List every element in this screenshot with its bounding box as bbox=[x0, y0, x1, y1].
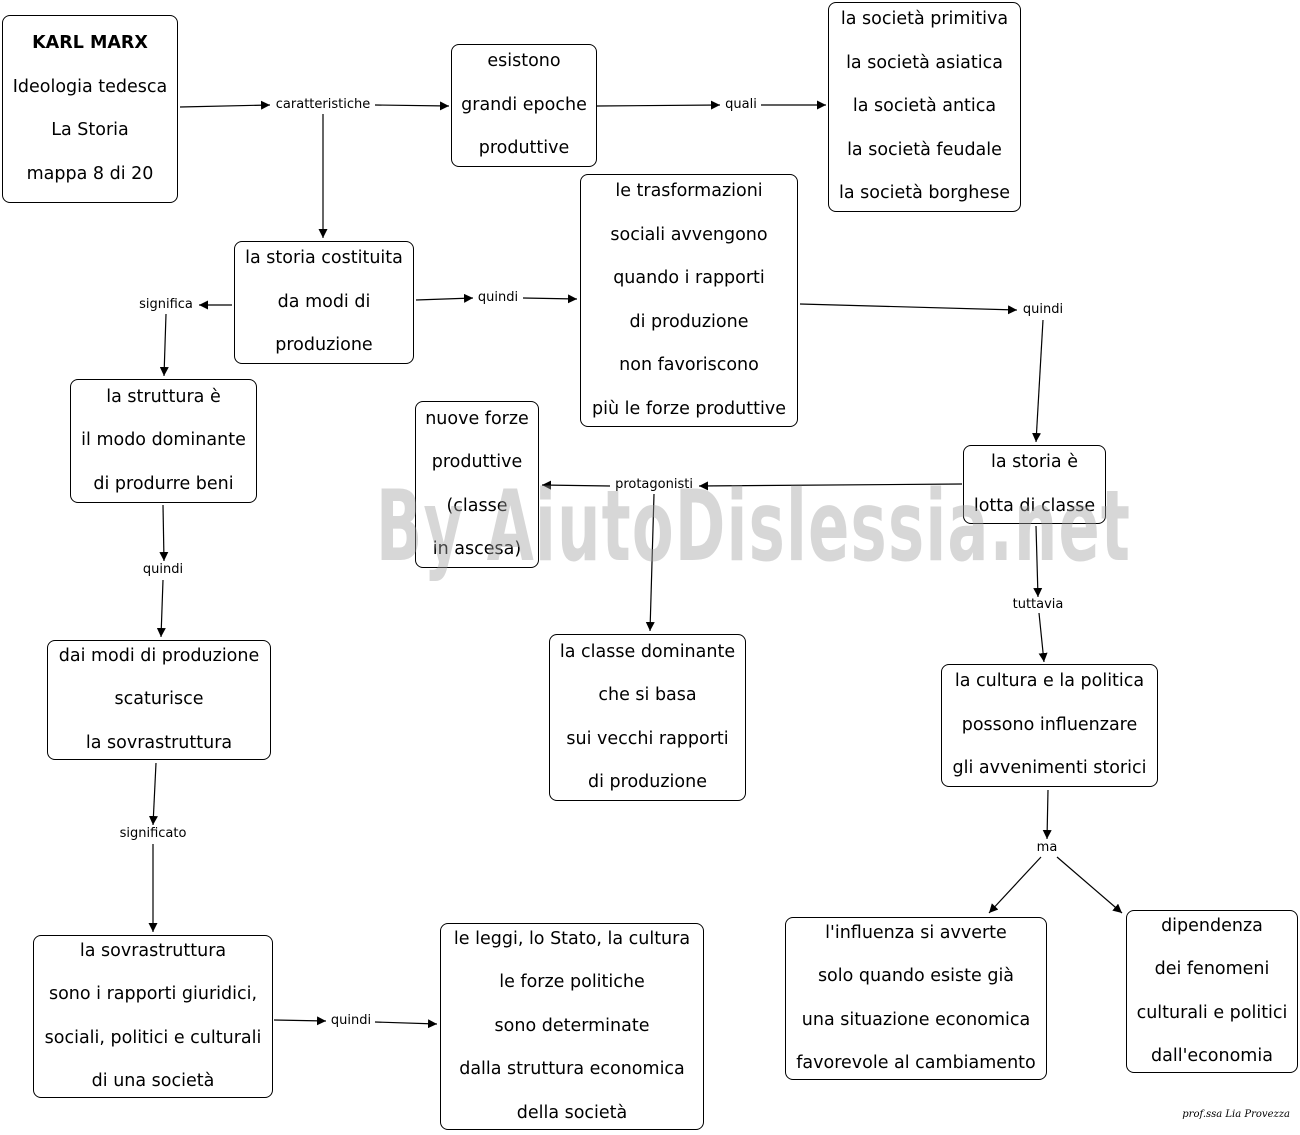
edge-title-caratteristiche bbox=[179, 100, 271, 110]
node-history-modes: la storia costituita da modi di produzio… bbox=[234, 241, 414, 364]
node-influence: l'influenza si avverte solo quando esist… bbox=[785, 917, 1047, 1080]
label-quindi-1: quindi bbox=[475, 290, 521, 306]
edge-ma-dependence bbox=[1056, 856, 1123, 914]
node-ruling-class: la classe dominante che si basa sui vecc… bbox=[549, 634, 746, 801]
node-new-forces: nuove forze produttive (classe in ascesa… bbox=[415, 401, 539, 568]
edge-quindi3-origin bbox=[156, 579, 166, 638]
edge-culture-ma bbox=[1042, 789, 1052, 840]
edge-struggle-tuttavia bbox=[1033, 525, 1043, 598]
edge-ma-influence bbox=[988, 856, 1042, 914]
label-caratteristiche: caratteristiche bbox=[273, 97, 373, 113]
label-quindi-4: quindi bbox=[328, 1013, 374, 1029]
edge-quindi2-struggle bbox=[1032, 319, 1044, 443]
title-heading: KARL MARX bbox=[32, 33, 148, 53]
edge-protagonisti-ruling bbox=[645, 493, 655, 632]
edge-origin-significato bbox=[148, 762, 158, 826]
label-ma: ma bbox=[1034, 840, 1060, 856]
node-societies: la società primitiva la società asiatica… bbox=[828, 2, 1021, 212]
node-culture-politics: la cultura e la politica possono influen… bbox=[941, 664, 1158, 787]
author-signature: prof.ssa Lia Provezza bbox=[1182, 1109, 1290, 1120]
edge-epochs-quali bbox=[596, 100, 721, 110]
node-transformations: le trasformazioni sociali avvengono quan… bbox=[580, 174, 798, 427]
label-quindi-3: quindi bbox=[140, 562, 186, 578]
edge-protagonisti-newforces bbox=[541, 480, 611, 490]
edge-def-quindi4 bbox=[273, 1016, 327, 1026]
node-laws-state: le leggi, lo Stato, la cultura le forze … bbox=[440, 923, 704, 1130]
label-significato: significato bbox=[117, 826, 189, 842]
label-protagonisti: protagonisti bbox=[613, 477, 695, 493]
edge-struggle-protagonisti bbox=[698, 481, 963, 491]
label-tuttavia: tuttavia bbox=[1010, 597, 1066, 613]
node-title: KARL MARX Ideologia tedesca La Storia ma… bbox=[2, 15, 178, 203]
edge-history-quindi1 bbox=[415, 293, 474, 303]
edge-quindi4-laws bbox=[374, 1019, 438, 1029]
edge-significa-structure bbox=[159, 313, 169, 377]
label-significa: significa bbox=[137, 297, 195, 313]
label-quindi-2: quindi bbox=[1020, 302, 1066, 318]
label-quali: quali bbox=[723, 97, 759, 113]
node-structure: la struttura è il modo dominante di prod… bbox=[70, 379, 257, 503]
edge-quindi1-transformations bbox=[522, 294, 578, 304]
edge-caratteristiche-epochs bbox=[374, 101, 450, 111]
node-superstructure-origin: dai modi di produzione scaturisce la sov… bbox=[47, 640, 271, 760]
node-superstructure-def: la sovrastruttura sono i rapporti giurid… bbox=[33, 935, 273, 1098]
edge-transformations-quindi2 bbox=[799, 303, 1018, 315]
node-epochs: esistono grandi epoche produttive bbox=[451, 44, 597, 167]
edge-structure-quindi3 bbox=[159, 504, 169, 562]
edge-tuttavia-culture bbox=[1038, 612, 1048, 663]
node-class-struggle: la storia è lotta di classe bbox=[963, 445, 1106, 524]
node-dependence: dipendenza dei fenomeni culturali e poli… bbox=[1126, 910, 1298, 1073]
